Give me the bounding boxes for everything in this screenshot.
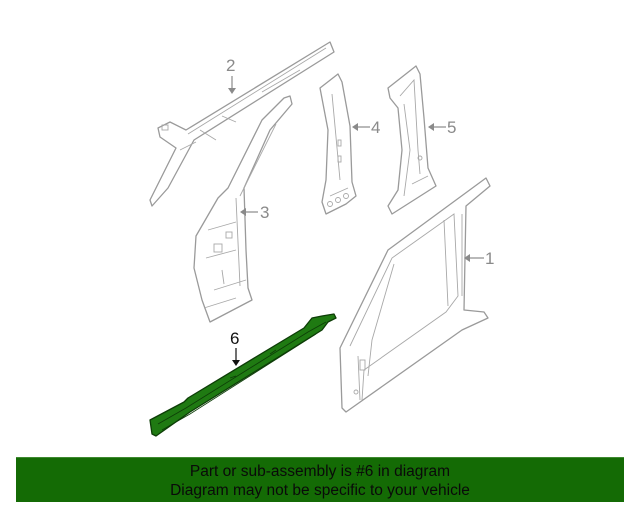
info-banner: Part or sub-assembly is #6 in diagram Di… (16, 457, 624, 502)
part-2-roof-rail[interactable] (149, 41, 335, 207)
callout-1: 1 (485, 249, 494, 268)
part-4-b-pillar-inner[interactable] (319, 73, 357, 215)
callout-3: 3 (260, 203, 269, 222)
part-6-rocker-panel[interactable] (149, 313, 337, 437)
banner-line-1: Part or sub-assembly is #6 in diagram (189, 463, 451, 480)
part-1-body-side-panel[interactable] (339, 177, 491, 413)
callout-4: 4 (371, 118, 380, 137)
callout-6: 6 (230, 329, 239, 348)
part-5-b-pillar-outer[interactable] (387, 65, 437, 215)
part-3-a-pillar[interactable] (193, 95, 293, 323)
banner-line-2: Diagram may not be specific to your vehi… (170, 482, 470, 499)
callout-2: 2 (226, 56, 235, 75)
parts-diagram: 2 3 4 5 1 (149, 41, 494, 437)
callout-5: 5 (447, 118, 456, 137)
